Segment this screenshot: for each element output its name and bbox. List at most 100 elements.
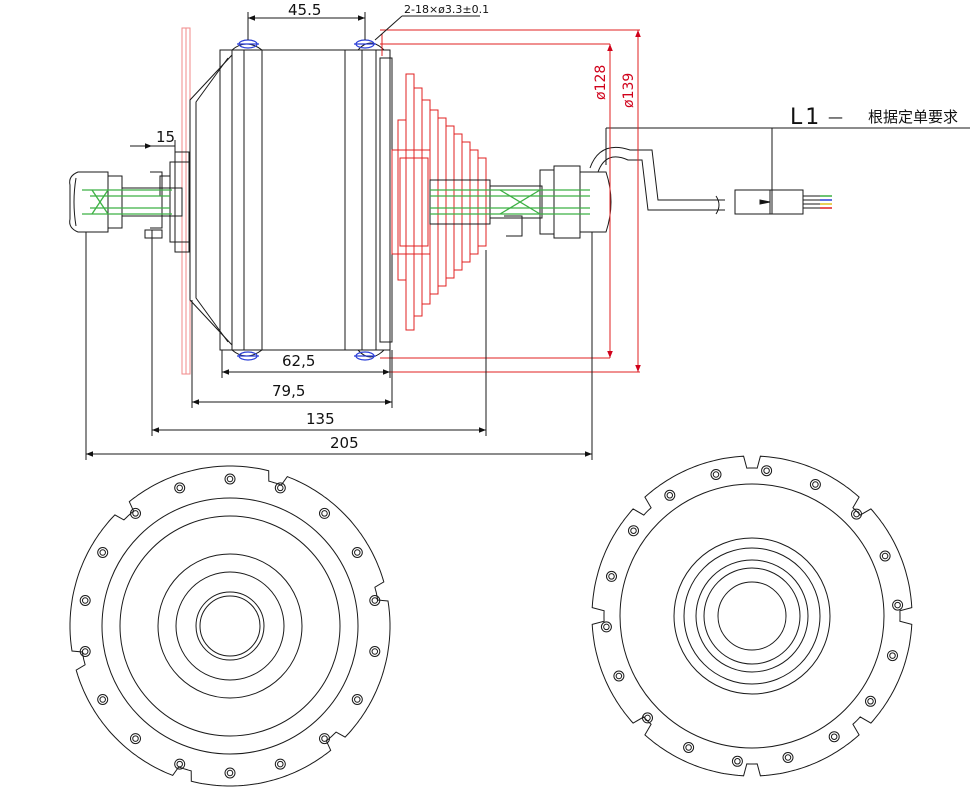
- spoke-hole-markers: [237, 39, 376, 361]
- left-view-bolt-hole: [319, 507, 330, 519]
- left-view-bolt-hole: [224, 767, 236, 779]
- cable-length-code: L1: [790, 105, 822, 130]
- left-view-bolt-hole: [224, 473, 236, 485]
- right-view-bolt-hole-inner: [853, 510, 860, 518]
- left-view-bolt-hole: [97, 694, 109, 705]
- left-view-bolt-hole-inner: [226, 475, 234, 483]
- left-view-bolt-hole-inner: [321, 510, 328, 517]
- left-view-bolt-hole: [274, 482, 286, 494]
- right-view-bolt-hole-inner: [867, 698, 874, 705]
- right-view-bolt-hole: [761, 465, 773, 477]
- left-axle-green: [82, 189, 172, 215]
- dimension-lines: [85, 12, 970, 460]
- right-view-bolt-hole: [782, 752, 794, 763]
- dim-shoulder: 15: [156, 128, 175, 146]
- left-view-bolt-hole-inner: [99, 549, 106, 556]
- hub-shell: [189, 42, 393, 358]
- right-view-bolt-hole: [828, 731, 840, 743]
- cable-wires-color: [820, 195, 832, 209]
- right-view-bolt-hole-inner: [812, 481, 819, 488]
- cable-connector: [715, 189, 830, 215]
- side-view: [69, 12, 970, 460]
- left-view-bolt-hole-inner: [321, 735, 328, 742]
- right-view-bolt-hole-inner: [666, 492, 674, 499]
- left-axle-assembly: [69, 151, 191, 253]
- left-view-ring: [195, 591, 265, 661]
- left-view-ring: [119, 515, 341, 737]
- right-view-bolt-hole: [683, 742, 695, 753]
- dim-outer-width: 79,5: [272, 382, 305, 400]
- cable-length-note: L1 — 根据定单要求: [790, 105, 958, 130]
- dim-inner-width: 62,5: [282, 352, 315, 370]
- left-view-bolt-hole: [369, 595, 381, 606]
- right-view-bolt-hole: [887, 650, 898, 662]
- cable-length-text: 根据定单要求: [868, 108, 958, 126]
- left-view-ring: [199, 595, 261, 657]
- right-view-ring: [673, 537, 831, 695]
- left-view-bolt-hole-inner: [371, 648, 379, 655]
- right-view-bolt-hole: [628, 525, 639, 537]
- right-view-ring: [683, 547, 821, 685]
- right-view-ring: [619, 483, 885, 749]
- hole-spec-note: 2-18×ø3.3±0.1: [404, 3, 489, 16]
- right-axle-assembly: [429, 146, 725, 239]
- right-view-bolt-hole-inner: [603, 623, 610, 631]
- right-view-bolt-hole-inner: [644, 714, 651, 722]
- left-view-bolt-hole-inner: [81, 648, 89, 655]
- right-view-bolt-hole-inner: [763, 467, 770, 474]
- right-view-bolt-hole-inner: [881, 552, 889, 560]
- left-view-ring: [157, 553, 303, 699]
- front-views: [69, 455, 913, 787]
- right-view-ring: [695, 559, 809, 673]
- left-view-bolt-hole-inner: [354, 696, 361, 703]
- right-view-ring: [703, 567, 801, 665]
- left-view-bolt-hole-inner: [354, 549, 361, 556]
- freewheel-cassette: [380, 29, 640, 373]
- left-view-bolt-hole: [174, 758, 186, 770]
- left-view-bolt-hole: [351, 694, 363, 705]
- left-view-bolt-hole: [97, 547, 109, 558]
- left-view-bolt-hole-inner: [81, 597, 89, 604]
- left-view-ring: [101, 497, 359, 755]
- dim-flange-spacing: 45.5: [288, 1, 321, 19]
- left-view-bolt-hole-inner: [176, 484, 183, 492]
- right-view-bolt-hole: [731, 755, 743, 767]
- left-view-bolt-hole-inner: [277, 484, 284, 492]
- right-view-bolt-hole-inner: [830, 733, 838, 740]
- dim-total-length: 205: [330, 434, 359, 452]
- left-view-bolt-hole-inner: [99, 696, 106, 703]
- left-view-bolt-hole: [79, 646, 91, 657]
- left-view-bolt-hole: [174, 482, 186, 494]
- left-view-bolt-hole: [130, 507, 141, 519]
- right-view-bolt-hole-inner: [608, 573, 615, 580]
- dim-dropout-width: 135: [306, 410, 335, 428]
- right-view-bolt-hole: [851, 508, 862, 520]
- right-view-bolt-hole-inner: [734, 758, 741, 765]
- right-view-bolt-hole: [600, 621, 612, 633]
- right-view-bolt-hole: [809, 479, 821, 490]
- right-view-bolt-hole: [613, 670, 625, 682]
- right-view-bolt-hole-inner: [615, 672, 623, 680]
- right-view-bolt-hole: [606, 570, 617, 582]
- left-view-bolt-hole-inner: [132, 735, 139, 742]
- right-view-bolt-hole: [664, 489, 676, 501]
- left-view-bolt-hole: [319, 733, 330, 745]
- left-view-bolt-hole-inner: [226, 769, 234, 777]
- right-axle-green: [430, 189, 590, 215]
- right-view-bolt-hole-inner: [784, 754, 792, 761]
- left-view-bolt-hole-inner: [371, 597, 379, 604]
- left-view-bolt-hole: [79, 595, 91, 606]
- right-view-bolt-hole: [879, 550, 891, 562]
- left-view-bolt-hole-inner: [176, 760, 183, 768]
- cable-length-dash: —: [828, 108, 843, 126]
- right-view-ring: [717, 581, 787, 651]
- left-view-bolt-hole-inner: [132, 510, 139, 517]
- left-view-ring: [175, 571, 285, 681]
- right-view-bolt-hole-inner: [889, 652, 896, 659]
- right-view-bolt-hole: [865, 695, 876, 707]
- dim-diameter-139: ø139: [621, 73, 637, 108]
- left-view-bolt-hole: [274, 758, 286, 770]
- dim-diameter-128: ø128: [593, 65, 609, 100]
- right-view-bolt-hole-inner: [712, 471, 720, 478]
